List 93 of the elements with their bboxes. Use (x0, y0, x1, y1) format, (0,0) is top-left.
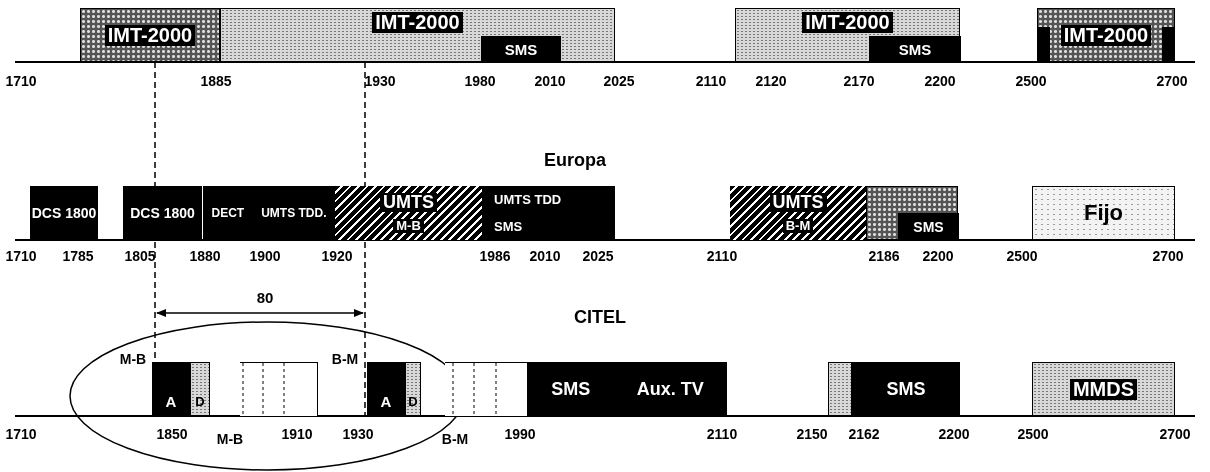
frequency-tick-label: 2700 (1156, 73, 1188, 89)
frequency-tick-label: 2150 (796, 426, 828, 442)
spectrum-band (123, 186, 202, 240)
spectrum-band (220, 8, 615, 62)
spectrum-band (367, 362, 405, 416)
frequency-tick-label: 2500 (1006, 248, 1038, 264)
frequency-tick-label: 2110 (695, 73, 727, 89)
band-label: M-B (393, 219, 424, 233)
frequency-tick-label: 2500 (1017, 426, 1049, 442)
band-label: SMS (551, 379, 591, 399)
band-label: Aux. TV (636, 379, 704, 399)
band-label: IMT-2000 (372, 12, 463, 33)
frequency-tick-label: 1805 (124, 248, 156, 264)
band-label: D (195, 395, 205, 409)
spectrum-band (1032, 186, 1175, 240)
frequency-tick-label: 2700 (1159, 426, 1191, 442)
spectrum-band (80, 8, 220, 62)
frequency-tick-label: 2200 (924, 73, 956, 89)
spectrum-band (735, 8, 960, 62)
frequency-tick-label: 2162 (848, 426, 880, 442)
band-label: A (380, 394, 392, 410)
frequency-tick-label: 1980 (464, 73, 496, 89)
frequency-tick-label: 2170 (843, 73, 875, 89)
dimension-label: 80 (256, 289, 274, 306)
spectrum-band (869, 36, 961, 63)
band-label: SMS (886, 379, 926, 399)
frequency-tick-label: 1710 (5, 248, 37, 264)
band-label: IMT-2000 (1060, 24, 1152, 46)
frequency-tick-label: 2200 (922, 248, 954, 264)
frequency-tick-label: 2200 (938, 426, 970, 442)
spectrum-band (405, 362, 421, 416)
frequency-tick-label: 2110 (706, 248, 738, 264)
frequency-tick-label: 2025 (582, 248, 614, 264)
region-heading: CITEL (574, 307, 626, 328)
frequency-tick-label: 2010 (534, 73, 566, 89)
band-label: IMT-2000 (802, 12, 893, 33)
direction-label: M-B (216, 431, 244, 447)
frequency-tick-label: 2025 (603, 73, 635, 89)
band-label: DECT (211, 206, 245, 220)
frequency-tick-label: 2500 (1015, 73, 1047, 89)
band-label: SMS (910, 219, 947, 235)
frequency-tick-label: 2110 (706, 426, 738, 442)
band-label: UMTS (380, 193, 437, 213)
spectrum-band (481, 36, 561, 63)
band-label: SMS (494, 219, 523, 234)
band-label: UMTS (769, 193, 827, 213)
band-label: DCS 1800 (130, 205, 195, 221)
spectrum-band (852, 362, 960, 416)
spectrum-band (828, 362, 852, 416)
direction-label: B-M (331, 351, 359, 367)
band-label: DCS 1800 (31, 205, 97, 221)
spectrum-band (445, 362, 528, 416)
spectrum-band (1037, 8, 1175, 62)
spectrum-band (240, 362, 318, 416)
frequency-tick-label: 1785 (62, 248, 94, 264)
frequency-tick-label: 1986 (479, 248, 511, 264)
band-label: UMTS TDD. (261, 206, 327, 220)
frequency-tick-label: 1990 (504, 426, 536, 442)
frequency-tick-label: 1920 (321, 248, 353, 264)
frequency-tick-label: 1710 (5, 426, 37, 442)
frequency-tick-label: 1880 (189, 248, 221, 264)
frequency-tick-label: 2186 (868, 248, 900, 264)
spectrum-band (190, 362, 210, 416)
frequency-tick-label: 2700 (1152, 248, 1184, 264)
direction-label: M-B (119, 351, 147, 367)
band-label: A (165, 394, 177, 410)
region-heading: Europa (544, 150, 606, 171)
frequency-tick-label: 1910 (281, 426, 313, 442)
band-label: B-M (782, 219, 814, 233)
spectrum-band (1032, 362, 1175, 416)
spectrum-band (30, 186, 98, 240)
band-label: Fijo (1083, 201, 1124, 225)
spectrum-band (528, 362, 727, 416)
spectrum-band (203, 186, 335, 240)
frequency-tick-label: 2010 (529, 248, 561, 264)
direction-label: B-M (441, 431, 469, 447)
band-label: UMTS TDD (494, 192, 562, 207)
spectrum-band (730, 186, 866, 240)
frequency-tick-label: 2120 (755, 73, 787, 89)
band-label: MMDS (1069, 378, 1138, 400)
frequency-tick-label: 1850 (156, 426, 188, 442)
frequency-tick-label: 1930 (342, 426, 374, 442)
spectrum-band (152, 362, 190, 416)
frequency-tick-label: 1710 (5, 73, 37, 89)
frequency-tick-label: 1930 (364, 73, 396, 89)
spectrum-band (482, 186, 615, 240)
spectrum-band (898, 213, 959, 241)
spectrum-band (866, 186, 958, 240)
frequency-tick-label: 1900 (249, 248, 281, 264)
band-label: D (408, 395, 418, 409)
frequency-tick-label: 1885 (200, 73, 232, 89)
spectrum-band (335, 186, 482, 240)
band-label: IMT-2000 (104, 24, 196, 46)
